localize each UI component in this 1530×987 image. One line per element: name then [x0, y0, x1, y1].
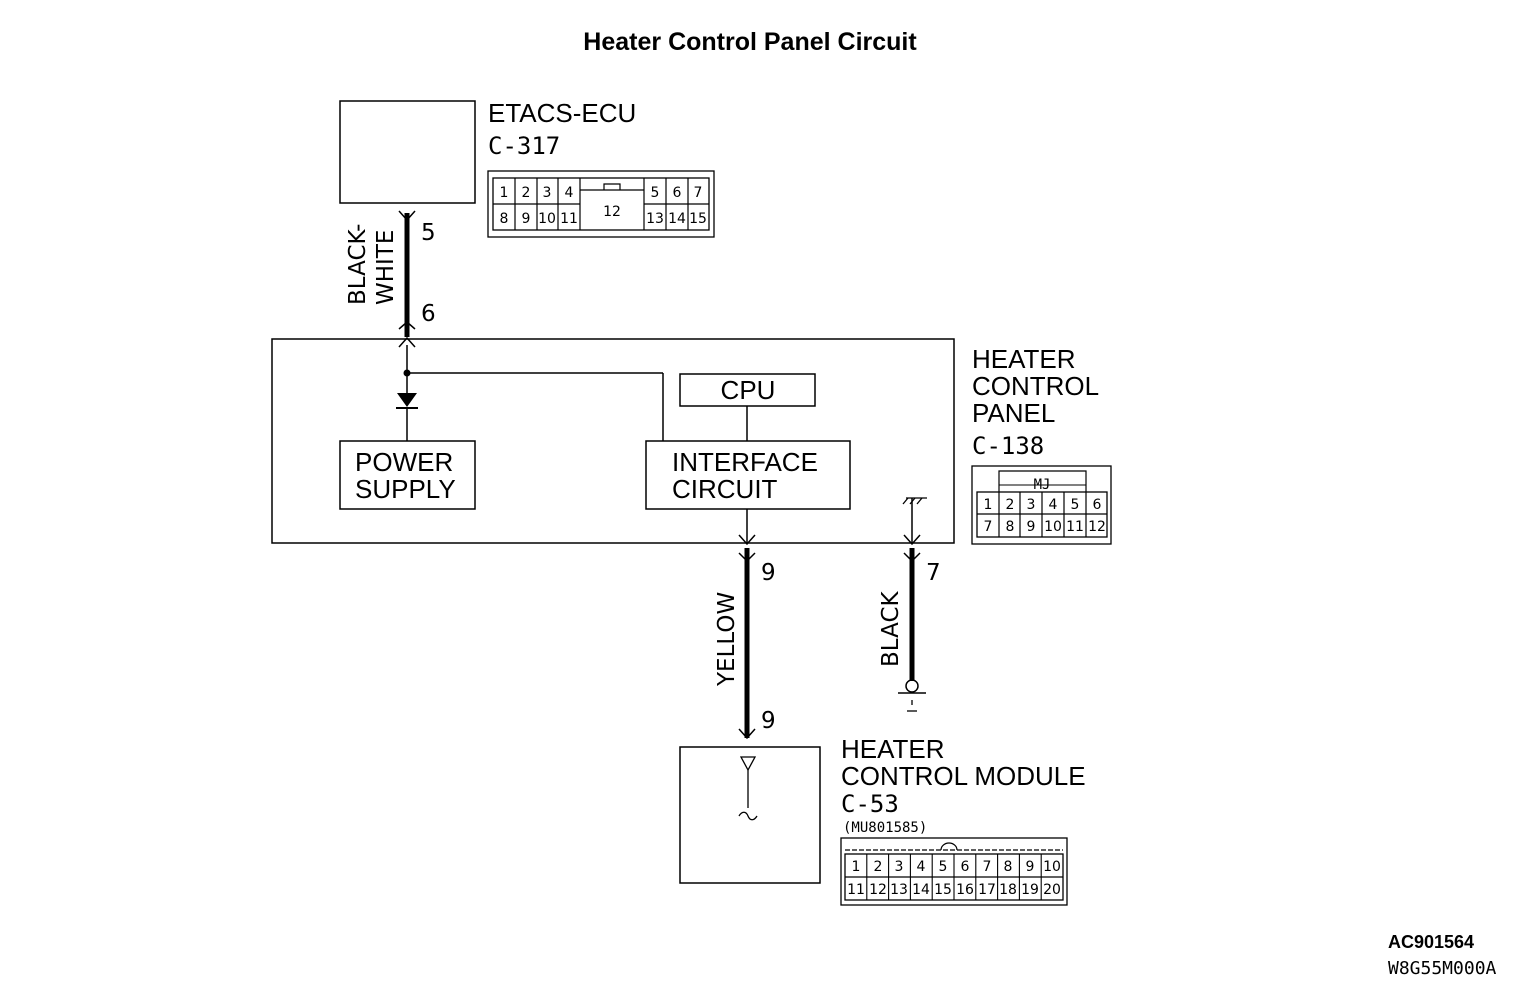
etacs-pin-2: 2 — [522, 185, 531, 201]
etacs-ecu-box — [339, 100, 476, 204]
antenna-symbol — [738, 756, 758, 821]
wire-black-ground — [903, 534, 921, 681]
power-supply-line1: POWER — [355, 447, 453, 477]
module-pin-1: 1 — [852, 859, 861, 875]
module-pin-6: 6 — [961, 859, 970, 875]
module-pin-19: 19 — [1021, 882, 1039, 898]
module-pin-8: 8 — [1004, 859, 1013, 875]
panel-pin-1: 1 — [984, 497, 993, 513]
panel-pin-8: 8 — [1006, 519, 1015, 535]
panel-pin-7: 7 — [984, 519, 993, 535]
etacs-pin-15: 15 — [689, 211, 707, 227]
module-pin-5: 5 — [939, 859, 948, 875]
panel-connector-tag: MJ — [1034, 477, 1051, 493]
yellow-wire-panel-pin: 9 — [761, 560, 776, 586]
ground-wire-pin: 7 — [926, 560, 941, 586]
panel-wire-pin: 6 — [421, 301, 436, 327]
module-pin-18: 18 — [999, 882, 1017, 898]
panel-connector-id: C-138 — [972, 432, 1044, 460]
etacs-pin-8: 8 — [500, 211, 509, 227]
heater-control-module-box — [679, 746, 821, 884]
wire-color-black: BLACK- — [345, 224, 371, 305]
module-part-number: (MU801585) — [843, 820, 927, 836]
module-name-line1: HEATER — [841, 734, 945, 764]
panel-name-line2: CONTROL — [972, 371, 1099, 401]
wire-yellow — [738, 534, 756, 740]
etacs-pin-7: 7 — [694, 185, 703, 201]
panel-pin-2: 2 — [1006, 497, 1015, 513]
module-connector-id: C-53 — [841, 790, 899, 818]
ground-symbol — [898, 679, 926, 712]
module-pin-9: 9 — [1026, 859, 1035, 875]
panel-connector-diagram — [971, 465, 1112, 545]
etacs-connector-id: C-317 — [488, 132, 560, 160]
reference-code-1: AC901564 — [1388, 932, 1474, 952]
interface-circuit-line1: INTERFACE — [672, 447, 818, 477]
module-pin-11: 11 — [847, 882, 865, 898]
panel-pin-3: 3 — [1027, 497, 1036, 513]
module-pin-7: 7 — [983, 859, 992, 875]
panel-pin-6: 6 — [1093, 497, 1102, 513]
module-pin-13: 13 — [890, 882, 908, 898]
etacs-pin-13: 13 — [646, 211, 664, 227]
module-pin-14: 14 — [912, 882, 930, 898]
etacs-pin-3: 3 — [543, 185, 552, 201]
panel-pin-11: 11 — [1066, 519, 1084, 535]
panel-pin-9: 9 — [1027, 519, 1036, 535]
etacs-pin-6: 6 — [673, 185, 682, 201]
module-pin-20: 20 — [1043, 882, 1061, 898]
power-supply-box — [339, 440, 476, 510]
etacs-pin-12: 12 — [603, 204, 621, 220]
module-pin-10: 10 — [1043, 859, 1061, 875]
wire-color-yellow: YELLOW — [714, 592, 740, 687]
wire-color-black-ground: BLACK — [878, 590, 904, 667]
panel-pin-10: 10 — [1044, 519, 1062, 535]
module-pin-17: 17 — [978, 882, 996, 898]
etacs-ecu-name: ETACS-ECU — [488, 98, 636, 128]
etacs-pin-5: 5 — [651, 185, 660, 201]
panel-pin-5: 5 — [1071, 497, 1080, 513]
heater-control-panel-box — [271, 338, 955, 544]
module-pin-16: 16 — [956, 882, 974, 898]
etacs-pin-14: 14 — [668, 211, 686, 227]
yellow-wire-module-pin: 9 — [761, 708, 776, 734]
chassis-ground-symbol — [902, 497, 927, 543]
module-name-line2: CONTROL MODULE — [841, 761, 1086, 791]
power-supply-line2: SUPPLY — [355, 474, 456, 504]
cpu-box — [679, 373, 816, 407]
etacs-pin-9: 9 — [522, 211, 531, 227]
module-pin-3: 3 — [895, 859, 904, 875]
etacs-pin-1: 1 — [500, 185, 509, 201]
wire-black-white — [398, 210, 416, 348]
panel-pin-12: 12 — [1088, 519, 1106, 535]
interface-circuit-box — [645, 440, 851, 510]
etacs-pin-4: 4 — [565, 185, 574, 201]
module-connector-diagram — [840, 837, 1068, 906]
etacs-pin-10: 10 — [538, 211, 556, 227]
module-pin-2: 2 — [874, 859, 883, 875]
diagram-title: Heater Control Panel Circuit — [583, 28, 917, 56]
panel-name-line3: PANEL — [972, 398, 1055, 428]
cpu-label: CPU — [721, 375, 776, 405]
module-pin-4: 4 — [917, 859, 926, 875]
panel-pin-4: 4 — [1049, 497, 1058, 513]
panel-internal-wiring — [396, 345, 748, 543]
module-pin-12: 12 — [869, 882, 887, 898]
panel-name-line1: HEATER — [972, 344, 1076, 374]
etacs-pin-11: 11 — [560, 211, 578, 227]
interface-circuit-line2: CIRCUIT — [672, 474, 778, 504]
reference-code-2: W8G55M000A — [1388, 958, 1497, 979]
etacs-wire-pin: 5 — [421, 220, 436, 246]
module-pin-15: 15 — [934, 882, 952, 898]
wire-color-white: WHITE — [373, 230, 399, 305]
etacs-connector-diagram — [487, 170, 715, 238]
